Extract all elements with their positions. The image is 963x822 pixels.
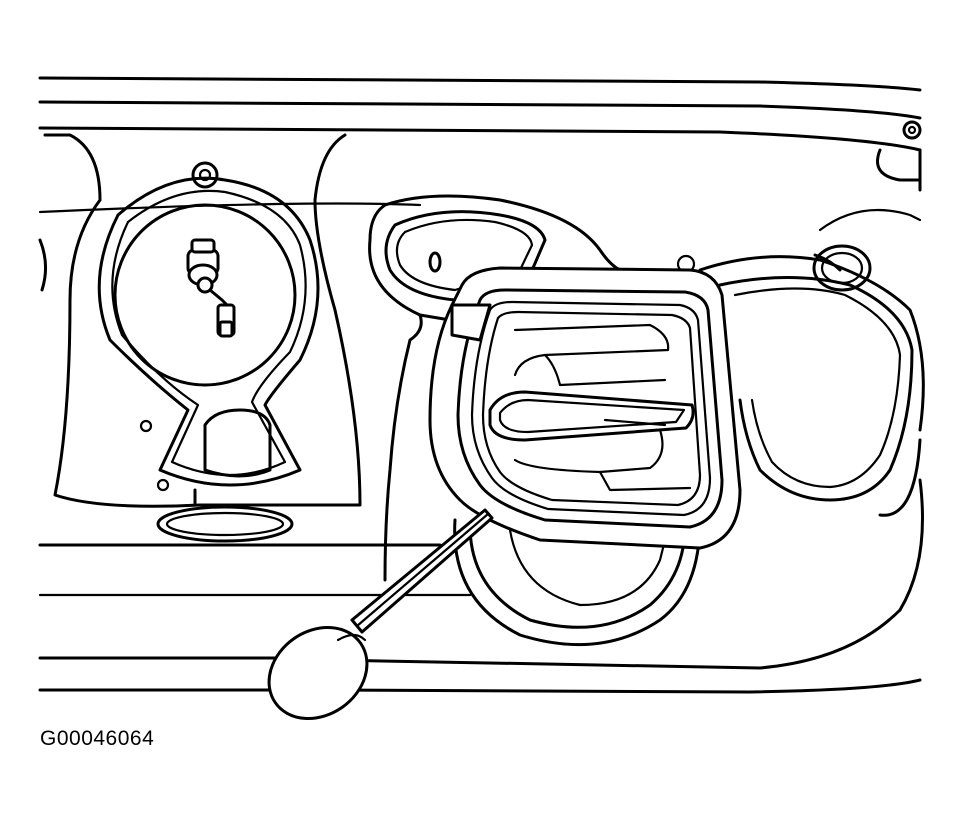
access-panel	[38, 133, 362, 543]
screwdriver	[267, 508, 494, 721]
fuel-door-lid	[428, 266, 742, 550]
body-panel-lines	[38, 76, 922, 232]
filler-housing	[368, 194, 925, 647]
sender-fitting	[186, 238, 236, 338]
figure-id-label: G00046064	[40, 727, 155, 750]
lower-panel-lines	[38, 478, 924, 694]
